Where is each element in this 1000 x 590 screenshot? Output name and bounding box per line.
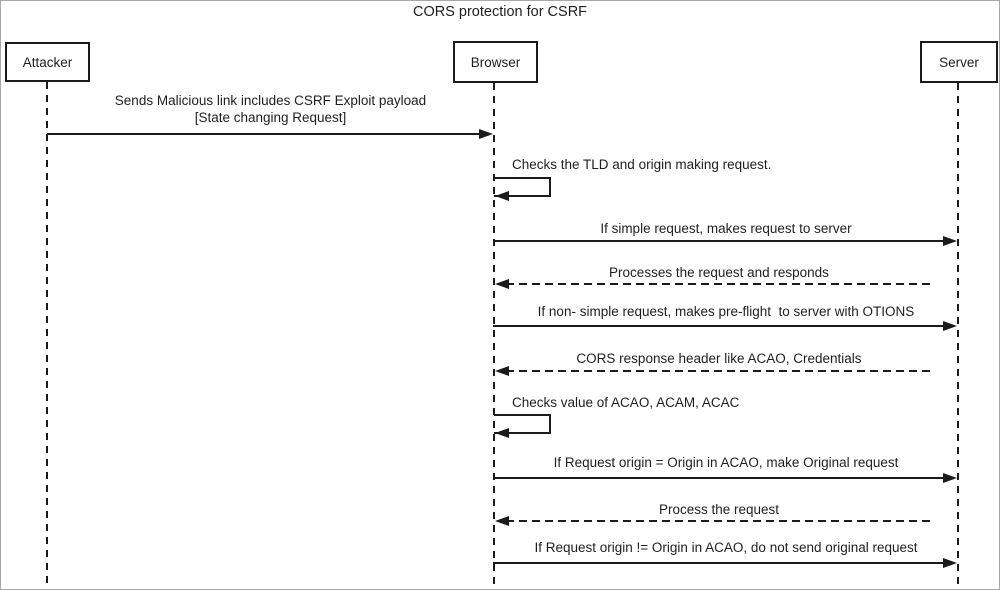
arrowhead-left-icon bbox=[495, 366, 509, 376]
message-label: If non- simple request, makes pre-flight… bbox=[537, 304, 915, 319]
arrowhead-right-icon bbox=[943, 473, 957, 483]
self-loop bbox=[494, 414, 551, 434]
lifeline-attacker bbox=[46, 82, 48, 589]
message-return-line bbox=[506, 283, 934, 285]
actor-box-browser: Browser bbox=[453, 41, 538, 83]
message-arrow-line bbox=[493, 325, 945, 327]
lifeline-browser bbox=[493, 83, 495, 589]
message-arrow-line bbox=[493, 477, 945, 479]
actor-label-server: Server bbox=[939, 54, 979, 70]
message-arrow-line bbox=[47, 133, 481, 135]
self-loop bbox=[494, 177, 551, 197]
actor-label-browser: Browser bbox=[470, 54, 521, 70]
actor-box-server: Server bbox=[920, 41, 998, 83]
message-arrow-line bbox=[493, 240, 945, 242]
arrowhead-right-icon bbox=[943, 236, 957, 246]
message-label: Checks the TLD and origin making request… bbox=[512, 157, 772, 172]
arrowhead-left-icon bbox=[495, 191, 509, 201]
message-arrow-line bbox=[493, 562, 945, 564]
arrowhead-left-icon bbox=[495, 279, 509, 289]
diagram-title: CORS protection for CSRF bbox=[412, 4, 588, 20]
arrowhead-right-icon bbox=[479, 129, 493, 139]
lifeline-server bbox=[957, 83, 959, 589]
message-return-line bbox=[506, 520, 934, 522]
arrowhead-left-icon bbox=[495, 516, 509, 526]
message-label: Sends Malicious link includes CSRF Explo… bbox=[114, 93, 427, 108]
arrowhead-left-icon bbox=[495, 428, 509, 438]
arrowhead-right-icon bbox=[943, 558, 957, 568]
arrowhead-right-icon bbox=[943, 321, 957, 331]
message-label: Checks value of ACAO, ACAM, ACAC bbox=[512, 395, 740, 410]
message-label: Process the request bbox=[658, 502, 780, 517]
message-label: [State changing Request] bbox=[194, 110, 347, 125]
message-label: If Request origin != Origin in ACAO, do … bbox=[534, 540, 918, 555]
message-label: If simple request, makes request to serv… bbox=[600, 221, 852, 236]
message-label: CORS response header like ACAO, Credenti… bbox=[576, 351, 862, 366]
message-label: Processes the request and responds bbox=[609, 265, 829, 280]
message-label: If Request origin = Origin in ACAO, make… bbox=[553, 455, 899, 470]
actor-box-attacker: Attacker bbox=[5, 42, 90, 82]
actor-label-attacker: Attacker bbox=[22, 54, 73, 70]
message-return-line bbox=[506, 370, 934, 372]
